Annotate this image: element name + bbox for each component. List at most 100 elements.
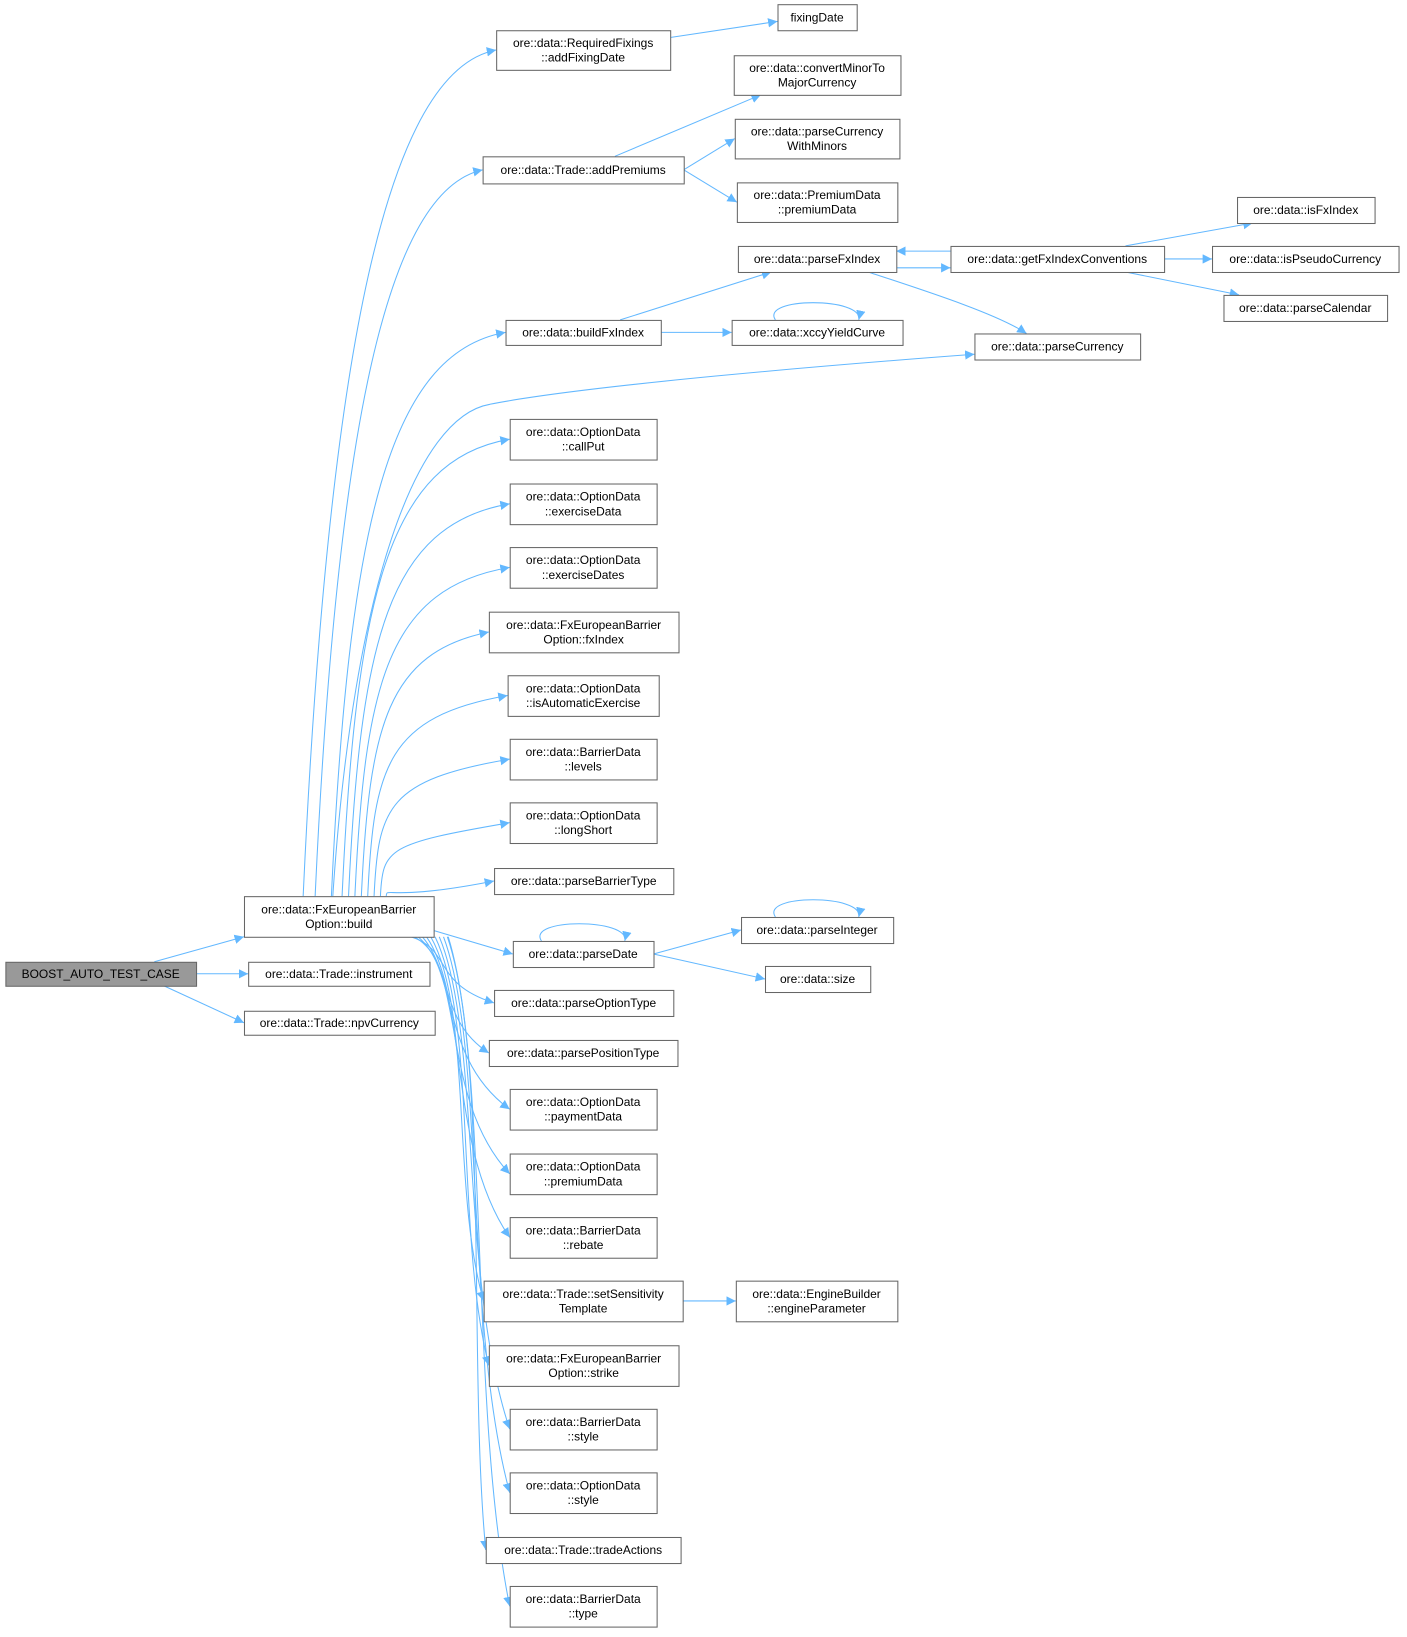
node-label: ore::data::parseInteger [757, 923, 878, 937]
node-npv-currency[interactable]: ore::data::Trade::npvCurrency [243, 1010, 436, 1036]
node-build-fx-index[interactable]: ore::data::buildFxIndex [505, 319, 662, 346]
node-box [734, 118, 901, 160]
node-fx-index[interactable]: ore::data::FxEuropeanBarrierOption::fxIn… [488, 611, 680, 654]
edge-get-fx-index-conventions-to-is-fx-index [1125, 220, 1253, 247]
node-box [509, 1408, 658, 1451]
node-label: ::paymentData [544, 1110, 622, 1124]
node-parse-date[interactable]: ore::data::parseDate [512, 940, 655, 969]
node-box [248, 961, 431, 987]
node-xccy-yield-curve[interactable]: ore::data::xccyYieldCurve [731, 319, 904, 346]
node-fixing-date[interactable]: fixingDate [777, 4, 858, 32]
node-premium-data-pd[interactable]: ore::data::PremiumData::premiumData [736, 182, 899, 223]
node-parse-fx-index[interactable]: ore::data::parseFxIndex [737, 245, 898, 274]
node-label: ore::data::xccyYieldCurve [749, 326, 885, 340]
node-box [512, 940, 655, 969]
nodes-layer: BOOST_AUTO_TEST_CASEore::data::FxEuropea… [5, 4, 1400, 1628]
node-label: ::rebate [563, 1238, 604, 1252]
node-label: ore::data::isFxIndex [1253, 203, 1358, 217]
node-strike[interactable]: ore::data::FxEuropeanBarrierOption::stri… [488, 1345, 680, 1387]
node-label: ore::data::parseDate [529, 947, 638, 961]
node-label: fixingDate [790, 10, 844, 24]
node-exercise-data[interactable]: ore::data::OptionData::exerciseData [509, 483, 658, 526]
node-label: ::addFixingDate [541, 50, 625, 64]
node-box [494, 989, 675, 1018]
node-box [509, 1153, 658, 1196]
node-label: ore::data::getFxIndexConventions [967, 252, 1147, 266]
node-label: ore::data::Trade::addPremiums [501, 163, 666, 177]
edge-build-to-add-fixing-date [302, 47, 497, 897]
node-get-fx-index-conventions[interactable]: ore::data::getFxIndexConventions [950, 245, 1166, 274]
node-label: ore::data::isPseudoCurrency [1229, 252, 1381, 266]
edge-build-fx-index-to-parse-fx-index [619, 270, 772, 321]
node-is-pseudo-currency[interactable]: ore::data::isPseudoCurrency [1212, 245, 1400, 274]
node-engine-parameter[interactable]: ore::data::EngineBuilder::engineParamete… [735, 1280, 899, 1323]
node-label: ore::data::RequiredFixings [513, 36, 653, 50]
node-label: ore::data::OptionData [526, 681, 641, 695]
node-type[interactable]: ore::data::BarrierData::type [509, 1585, 658, 1628]
node-build[interactable]: ore::data::FxEuropeanBarrierOption::buil… [243, 896, 435, 938]
node-label: ore::data::FxEuropeanBarrier [506, 618, 661, 632]
node-add-premiums[interactable]: ore::data::Trade::addPremiums [482, 156, 685, 185]
node-parse-barrier-type[interactable]: ore::data::parseBarrierType [494, 867, 675, 896]
node-label: BOOST_AUTO_TEST_CASE [22, 967, 180, 981]
node-label: ore::data::BarrierData [526, 1592, 641, 1606]
node-call-put[interactable]: ore::data::OptionData::callPut [509, 418, 658, 461]
edge-parse-date-self-loop [539, 923, 632, 942]
node-premium-data[interactable]: ore::data::OptionData::premiumData [509, 1153, 658, 1196]
node-box [509, 802, 658, 845]
edge-build-to-rebate [426, 936, 511, 1238]
node-label: ore::data::OptionData [526, 1479, 641, 1493]
node-label: ore::data::BarrierData [526, 745, 641, 759]
node-label: ore::data::OptionData [526, 553, 641, 567]
node-label: ore::data::Trade::npvCurrency [260, 1016, 419, 1030]
edge-build-to-parse-barrier-type [385, 878, 495, 897]
node-box [496, 30, 672, 71]
node-parse-option-type[interactable]: ore::data::parseOptionType [494, 989, 675, 1018]
node-label: ::premiumData [778, 203, 857, 217]
node-parse-calendar[interactable]: ore::data::parseCalendar [1223, 294, 1389, 322]
edge-build-to-parse-date [433, 930, 513, 956]
node-label: ore::data::Trade::instrument [265, 967, 413, 981]
node-is-automatic-exercise[interactable]: ore::data::OptionData::isAutomaticExerci… [507, 675, 660, 717]
node-add-fixing-date[interactable]: ore::data::RequiredFixings::addFixingDat… [496, 30, 672, 71]
node-label: ore::data::Trade::setSensitivity [503, 1287, 664, 1301]
node-box [507, 675, 660, 717]
node-boost[interactable]: BOOST_AUTO_TEST_CASE [5, 961, 198, 987]
edge-build-to-type [447, 936, 513, 1607]
node-option-style[interactable]: ore::data::OptionData::style [509, 1472, 658, 1515]
edge-build-to-is-automatic-exercise [367, 692, 508, 897]
node-box [509, 1217, 658, 1259]
node-rebate[interactable]: ore::data::BarrierData::rebate [509, 1217, 658, 1259]
node-label: ore::data::OptionData [526, 425, 641, 439]
node-label: ::type [569, 1607, 599, 1621]
node-long-short[interactable]: ore::data::OptionData::longShort [509, 802, 658, 845]
edge-build-to-exercise-data [348, 500, 510, 897]
node-box [736, 182, 899, 223]
edge-add-premiums-to-premium-data-pd [683, 169, 738, 203]
node-box [777, 4, 858, 32]
node-trade-actions[interactable]: ore::data::Trade::tradeActions [485, 1536, 682, 1565]
node-label: ::premiumData [544, 1174, 623, 1188]
node-parse-integer[interactable]: ore::data::parseInteger [741, 916, 895, 945]
node-size[interactable]: ore::data::size [764, 965, 872, 994]
node-box [741, 916, 895, 945]
node-box [509, 547, 658, 589]
node-instrument[interactable]: ore::data::Trade::instrument [248, 961, 431, 987]
node-parse-currency[interactable]: ore::data::parseCurrency [974, 333, 1142, 361]
node-exercise-dates[interactable]: ore::data::OptionData::exerciseDates [509, 547, 658, 589]
node-payment-data[interactable]: ore::data::OptionData::paymentData [509, 1088, 658, 1131]
node-barrier-style[interactable]: ore::data::BarrierData::style [509, 1408, 658, 1451]
node-is-fx-index[interactable]: ore::data::isFxIndex [1237, 196, 1376, 225]
node-parse-position-type[interactable]: ore::data::parsePositionType [488, 1039, 679, 1068]
node-label: ore::data::OptionData [526, 809, 641, 823]
node-levels[interactable]: ore::data::BarrierData::levels [509, 738, 658, 781]
node-box [509, 1472, 658, 1515]
node-label: ::exerciseDates [542, 568, 624, 582]
node-label: ::longShort [554, 823, 613, 837]
node-label: ore::data::BarrierData [526, 1223, 641, 1237]
node-box [731, 319, 904, 346]
